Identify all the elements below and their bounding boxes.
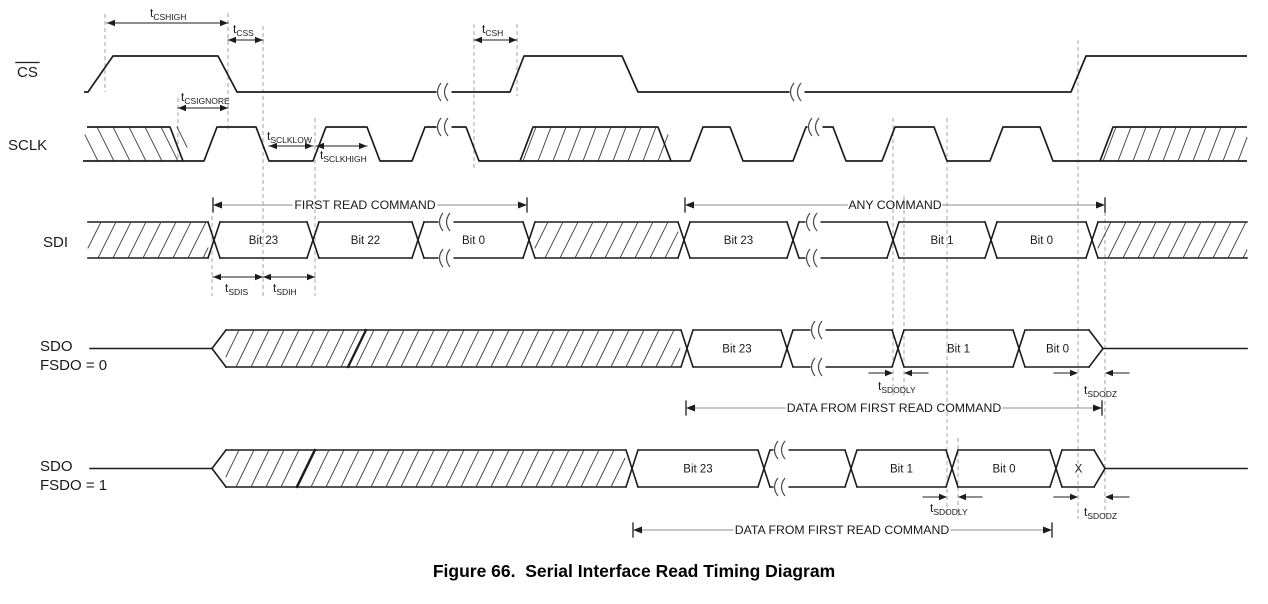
signal-label: SCLK bbox=[8, 137, 47, 154]
timing-label-tsdih: tSDIH bbox=[273, 281, 297, 297]
span-label-data-first-read-fsdo0: DATA FROM FIRST READ COMMAND bbox=[787, 401, 1002, 415]
signal-sublabel: FSDO = 1 bbox=[40, 477, 107, 494]
bit-cell-label: Bit 23 bbox=[724, 235, 753, 247]
bit-cell-label: Bit 0 bbox=[1046, 344, 1069, 356]
timing-label-tsdodly-fsdo0: tSDODLY bbox=[878, 379, 916, 395]
span-data-first-read-fsdo0: DATA FROM FIRST READ COMMAND bbox=[685, 400, 1103, 416]
bit-cell-label: Bit 0 bbox=[992, 464, 1015, 476]
signal-cs bbox=[84, 55, 1247, 93]
span-data-first-read-fsdo1: DATA FROM FIRST READ COMMAND bbox=[632, 522, 1053, 538]
timing-label-tsclklow: tSCLKLOW bbox=[267, 129, 312, 145]
signal-label: SDI bbox=[43, 234, 68, 251]
dim-tsdodly-fsdo1: tSDODLY bbox=[922, 493, 983, 517]
timing-label-tsdis: tSDIS bbox=[225, 281, 249, 297]
signal-label-sclk: SCLK bbox=[8, 137, 47, 154]
dim-tsclkhigh: tSCLKHIGH bbox=[315, 142, 368, 164]
signal-label: SDO bbox=[40, 458, 73, 475]
timing-label-tsdodz-fsdo0: tSDODZ bbox=[1084, 383, 1117, 399]
signal-label: SDO bbox=[40, 338, 73, 355]
signal-sdi: Bit 23 Bit 22 Bit 0 Bit 23 Bit 1 Bit 0 bbox=[87, 220, 1248, 260]
timing-label-tsdodz-fsdo1: tSDODZ bbox=[1084, 505, 1117, 521]
dim-tsdih: tSDIH bbox=[262, 273, 316, 297]
timing-label-tsclkhigh: tSCLKHIGH bbox=[320, 148, 367, 164]
span-any-command: ANY COMMAND bbox=[684, 197, 1106, 213]
span-label-any-command: ANY COMMAND bbox=[848, 198, 941, 212]
bit-cell-label: Bit 1 bbox=[947, 344, 970, 356]
dim-tcss: tCSS bbox=[227, 22, 264, 44]
span-label-data-first-read-fsdo1: DATA FROM FIRST READ COMMAND bbox=[735, 523, 950, 537]
timing-label-tcsh: tCSH bbox=[482, 22, 503, 38]
dim-tcshigh: tCSHIGH bbox=[106, 6, 229, 27]
signal-sdo-fsdo0: Bit 23 Bit 1 Bit 0 bbox=[89, 328, 1248, 369]
bit-cell-label: Bit 22 bbox=[351, 235, 380, 247]
bit-cell-label: Bit 1 bbox=[930, 235, 953, 247]
dim-tsdodly-fsdo0: tSDODLY bbox=[868, 369, 929, 395]
signal-sublabel: FSDO = 0 bbox=[40, 357, 107, 374]
bit-cell-label: Bit 23 bbox=[683, 464, 712, 476]
span-first-read-command: FIRST READ COMMAND bbox=[212, 197, 528, 213]
dim-tcsignore: tCSIGNORE bbox=[177, 90, 230, 112]
bit-cell-label: X bbox=[1075, 464, 1083, 476]
dim-tcsh: tCSH bbox=[473, 22, 518, 44]
break-marks bbox=[436, 82, 826, 497]
signal-label-sdo-fsdo1: SDO FSDO = 1 bbox=[40, 458, 107, 494]
signal-sclk bbox=[83, 126, 1248, 162]
signal-label: CS bbox=[17, 64, 38, 81]
span-label-first-read-command: FIRST READ COMMAND bbox=[294, 198, 435, 212]
signal-label-cs: CS bbox=[15, 61, 40, 81]
signal-label-sdo-fsdo0: SDO FSDO = 0 bbox=[40, 338, 107, 374]
signal-label-sdi: SDI bbox=[43, 234, 68, 251]
timing-label-tsdodly-fsdo1: tSDODLY bbox=[930, 501, 968, 517]
timing-label-tcshigh: tCSHIGH bbox=[150, 6, 186, 22]
bit-cell-label: Bit 1 bbox=[890, 464, 913, 476]
dim-tsdodz-fsdo1: tSDODZ bbox=[1053, 493, 1130, 521]
dim-tsdodz-fsdo0: tSDODZ bbox=[1053, 369, 1130, 399]
dim-tsdis: tSDIS bbox=[212, 273, 264, 297]
dim-tsclklow: tSCLKLOW bbox=[267, 129, 314, 150]
timing-label-tcsignore: tCSIGNORE bbox=[181, 90, 230, 106]
bit-cell-label: Bit 23 bbox=[722, 344, 751, 356]
bit-cell-label: Bit 0 bbox=[462, 235, 485, 247]
bit-cell-label: Bit 23 bbox=[249, 235, 278, 247]
guide-lines bbox=[104, 13, 1106, 519]
timing-label-tcss: tCSS bbox=[233, 22, 254, 38]
bit-cell-label: Bit 0 bbox=[1030, 235, 1053, 247]
signal-sdo-fsdo1: Bit 23 Bit 1 Bit 0 X bbox=[89, 448, 1248, 489]
figure-caption: Figure 66. Serial Interface Read Timing … bbox=[433, 561, 835, 581]
